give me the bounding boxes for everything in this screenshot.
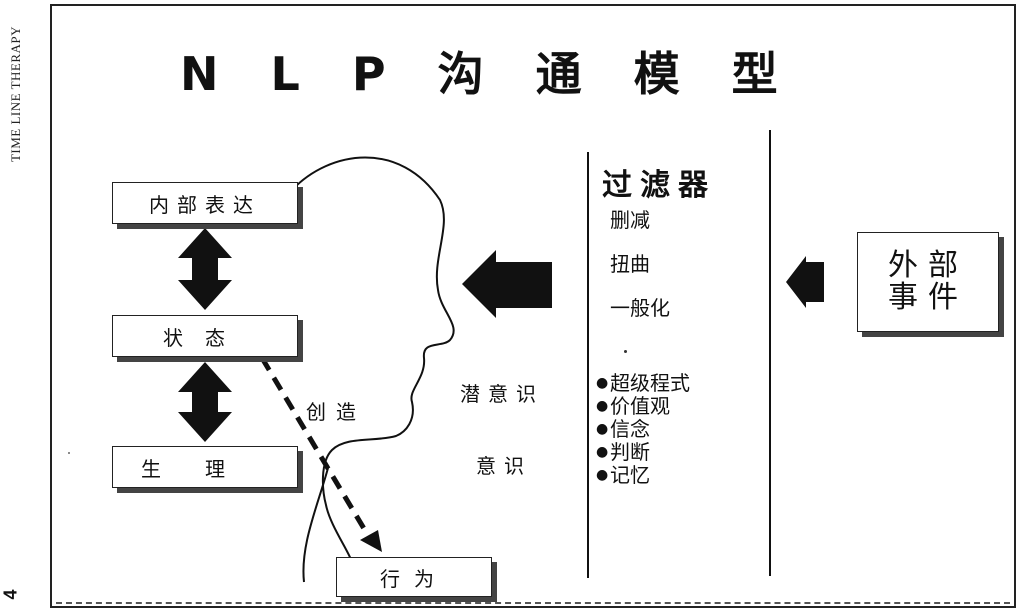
meta-filter-label: 判断: [610, 440, 650, 464]
filters-title: 过滤器: [602, 168, 716, 203]
filter-item-distortion: 扭曲: [610, 252, 650, 276]
bullet-icon: ●: [596, 444, 609, 460]
list-item: ●价值观: [596, 395, 690, 418]
head-silhouette: [291, 156, 455, 563]
internal-representation-box: 内部表达: [112, 182, 298, 224]
stray-dot: [624, 350, 627, 353]
conscious-label: 意识: [476, 454, 532, 478]
double-arrow-internal-state: [178, 228, 232, 310]
meta-filter-label: 超级程式: [610, 371, 690, 395]
create-label: 创造: [306, 400, 366, 424]
filter-item-deletion: 删减: [610, 208, 650, 232]
meta-filter-label: 价值观: [610, 394, 670, 418]
list-item: ●记忆: [596, 464, 690, 487]
bullet-icon: ●: [596, 375, 609, 391]
external-to-filter-arrow: [786, 256, 824, 308]
diagram-title: N L P 沟 通 模 型: [180, 47, 796, 101]
external-event-box: 外部 事件: [857, 232, 999, 332]
meta-filter-list: ●超级程式 ●价值观 ●信念 ●判断 ●记忆: [596, 372, 690, 487]
subconscious-label: 潜意识: [460, 382, 544, 406]
filter-item-generalization: 一般化: [610, 296, 670, 320]
bullet-icon: ●: [596, 421, 609, 437]
diagram-frame: [50, 4, 1016, 608]
meta-filter-label: 记忆: [610, 463, 650, 487]
double-arrow-state-physiology: [178, 362, 232, 442]
create-dashed-arrow: [259, 356, 375, 544]
neck-back-line: [302, 467, 329, 583]
bullet-icon: ●: [596, 398, 609, 414]
meta-filter-label: 信念: [610, 417, 650, 441]
physiology-box: 生理: [112, 446, 298, 488]
external-event-line2: 事件: [888, 280, 968, 315]
filter-to-head-arrow: [462, 250, 552, 318]
behavior-box: 行为: [336, 557, 492, 597]
list-item: ●超级程式: [596, 372, 690, 395]
external-event-line1: 外部: [888, 248, 968, 283]
create-arrowhead: [360, 530, 382, 552]
state-box: 状态: [112, 315, 298, 357]
bullet-icon: ●: [596, 467, 609, 483]
list-item: ●信念: [596, 418, 690, 441]
stray-dot: [68, 452, 70, 454]
list-item: ●判断: [596, 441, 690, 464]
